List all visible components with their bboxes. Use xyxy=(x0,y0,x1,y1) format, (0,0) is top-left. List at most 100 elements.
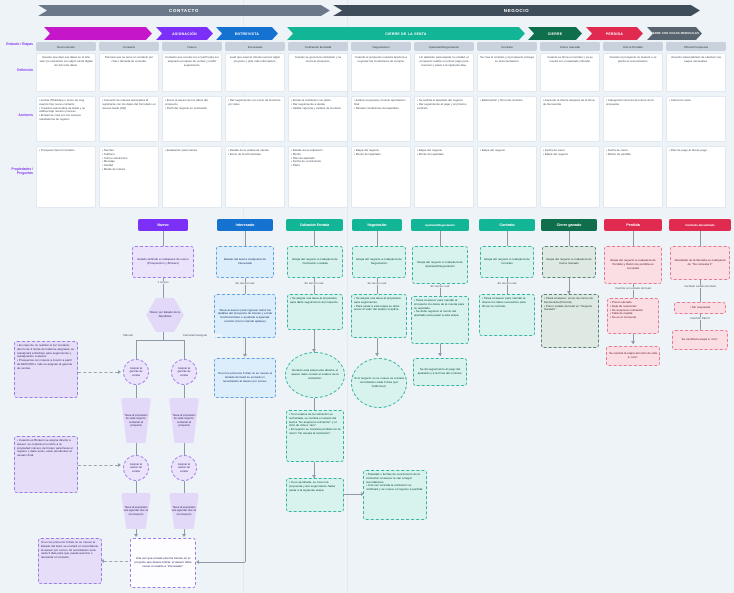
group-bar-contacto: CONTACTO xyxy=(38,5,330,16)
connector-line xyxy=(440,284,441,296)
connector-line xyxy=(377,231,378,246)
flow-node-asignar-gerente: Asignar al gerente de ventas xyxy=(123,359,149,385)
row-label-propiedades: Propiedades / Preguntas xyxy=(11,167,33,175)
connector-line xyxy=(633,284,634,298)
flow-node-descartado-start: Resultado de la llamada es cualquiera de… xyxy=(670,246,730,280)
group-bar-negocio: NEGOCIO xyxy=(333,5,700,16)
arrowhead xyxy=(134,534,138,537)
cell-propiedades-6: • Etapa del negocio • Monto del apartado xyxy=(351,146,411,208)
arrowhead xyxy=(182,534,186,537)
cell-acciones-2: • Convertir de manera automática al regi… xyxy=(99,96,159,142)
stage-chevron-cierre-venta: CIERRE DE LA VENTA xyxy=(287,27,525,40)
flow-node-descartado-sin-respuesta: • Sin respuesta xyxy=(674,302,726,314)
flow-header-nuevo: Nuevo xyxy=(138,219,188,231)
connector-line xyxy=(184,385,185,398)
connector-label: Cambiar estado del lead xyxy=(672,284,728,289)
flow-header-apartado: Apartado/Negociación xyxy=(411,219,469,231)
connector-line xyxy=(245,278,246,294)
cell-definicion-4: Lead que externó interés real por algún … xyxy=(225,53,285,92)
column-header-interesado: Interesado xyxy=(225,42,285,51)
connector-line xyxy=(314,278,315,294)
cell-propiedades-4: • Detalle de la unidad de interés • Enví… xyxy=(225,146,285,208)
flow-node-tarea-propietario: Tarea al propietario de cada negocio: co… xyxy=(121,398,151,443)
connector-line xyxy=(245,338,246,356)
connector-line xyxy=(314,330,315,352)
branch-label-manual: Manual xyxy=(106,333,150,338)
flow-node-negociacion-recordatorio: Si el negocio no se mueve se enviará rec… xyxy=(351,358,407,408)
cell-definicion-6: Cuando el prospecto muestra apertura a n… xyxy=(351,53,411,92)
flow-node-cotizacion-start: Etapa del negocio a cualquiera de Cotiza… xyxy=(287,246,343,278)
cell-acciones-8: • Elaboración y firma del contrato xyxy=(477,96,537,142)
note-brokers: • Cuando es Brokers se asigna directo a … xyxy=(14,436,78,493)
flow-node-descartado-ciclo: Se cambia la etapa a “otro”. xyxy=(672,330,728,350)
cell-definicion-2: Persona que se pone en contacto por chat… xyxy=(99,53,159,92)
note-recordatorio: Si en los primeros 3 días no se mueve el… xyxy=(38,538,102,584)
cell-propiedades-1: • Prospecto llenó formulario xyxy=(36,146,96,208)
flow-node-contrato-start: Etapa del negocio a cualquiera de Contra… xyxy=(480,246,534,278)
column-header-desconocido: Desconocido xyxy=(36,42,96,51)
connector-line xyxy=(78,465,118,466)
arrowhead xyxy=(101,559,104,563)
cell-propiedades-5: • Detalle de la cotización • Monto • Pla… xyxy=(288,146,348,208)
connector-line xyxy=(440,344,441,356)
flow-node-nuevo-decision: Mover por Estado de la República xyxy=(146,298,184,332)
cell-propiedades-9: • Fecha de cierre • Etapa del negocio xyxy=(540,146,600,208)
flow-node-asignar-asesor: Asignar al asesor de ventas xyxy=(123,455,149,481)
flow-node-cotizacion-revision: Durante esta etapa esté abierta, el ases… xyxy=(285,352,345,398)
flow-header-interesado: Interesado xyxy=(217,219,273,231)
cell-acciones-7: • Se solicita el apartado del negocio • … xyxy=(414,96,474,142)
connector-line xyxy=(314,462,315,478)
flow-node-interesado-recordatorio: Si en los primeros 3 días no se mueve el… xyxy=(214,358,276,398)
flow-node-perdida-ciclo: Se cambia la etapa del ciclo de vida a “… xyxy=(606,346,660,366)
connector-line xyxy=(377,278,378,294)
arrowhead xyxy=(118,370,121,374)
note-reasignacion: • En caso de no realizar el 1er contacto… xyxy=(14,341,78,398)
cell-acciones-10: • Categorizar razones del cierre de la p… xyxy=(603,96,663,142)
cell-acciones-1: • Activar WhatsApp o envío de msg cuando… xyxy=(36,96,96,142)
connector-label: Cambiar FECO xyxy=(676,316,724,321)
connector-line xyxy=(163,231,164,246)
connector-line xyxy=(184,481,185,493)
connector-line xyxy=(136,529,137,536)
arrowhead xyxy=(243,354,247,357)
flow-node-tarea-cita: Tarea al propietario para agendar cita c… xyxy=(169,493,199,529)
cell-acciones-4: • Dar seguimiento con envío de brochure … xyxy=(225,96,285,142)
connector-line xyxy=(136,481,137,493)
connector-line xyxy=(440,231,441,246)
column-header-apartado: Apartado/Negociación xyxy=(414,42,474,51)
connector-label: En tiempo real xyxy=(420,284,460,289)
stage-chevron-asignacion: ASIGNACIÓN xyxy=(156,27,213,40)
row-label-definicion: Definición xyxy=(17,68,33,72)
connector-line xyxy=(633,231,634,246)
cell-definicion-5: Cuando se genera la cotización y se enví… xyxy=(288,53,348,92)
cell-definicion-7: Un adelanto para apartar su unidad; el p… xyxy=(414,53,474,92)
flow-note-mover-interesado: Una vez que el lead externa interés en e… xyxy=(130,538,196,588)
connector-line xyxy=(569,278,570,294)
cell-definicion-1: Usuario que dejó sus datos en el sitio w… xyxy=(36,53,96,92)
connector-line xyxy=(104,561,128,562)
connector-line xyxy=(700,231,701,246)
connector-line xyxy=(184,340,185,359)
connector-line xyxy=(245,398,246,562)
connector-line xyxy=(184,443,185,455)
flow-node-interesado-tarea: Tarea al asesor para ingresar todos los … xyxy=(214,294,276,338)
connector-label: En tiempo real xyxy=(487,281,527,286)
flow-node-nuevo-start: Estado definido a cualquiera de nuevo (P… xyxy=(132,246,194,278)
connector-line xyxy=(314,231,315,246)
stage-chevron-entrevista: ENTREVISTA xyxy=(216,27,278,40)
connector-label: En tiempo real xyxy=(357,281,397,286)
column-header-contacto: Contacto xyxy=(99,42,159,51)
row-label-acciones: Acciones xyxy=(18,113,33,117)
arrowhead xyxy=(361,492,364,496)
flow-node-apartado-seguimiento: Se da seguimiento al pago del apartado y… xyxy=(413,358,467,386)
connector-line xyxy=(700,280,701,302)
connector-line xyxy=(569,231,570,246)
stage-chevron-perdida: PERDIDA xyxy=(586,27,643,40)
connector-line xyxy=(163,278,164,298)
branch-label-reasignar: Cancelar/reasignar xyxy=(168,333,222,338)
arrowhead xyxy=(312,349,316,352)
cell-acciones-5: • Enviar la cotización con plazo • Dar s… xyxy=(288,96,348,142)
cell-propiedades-11: • Plan de pago al día de pago xyxy=(666,146,726,208)
column-header-cierre-ganado: Cierre Ganado xyxy=(540,42,600,51)
